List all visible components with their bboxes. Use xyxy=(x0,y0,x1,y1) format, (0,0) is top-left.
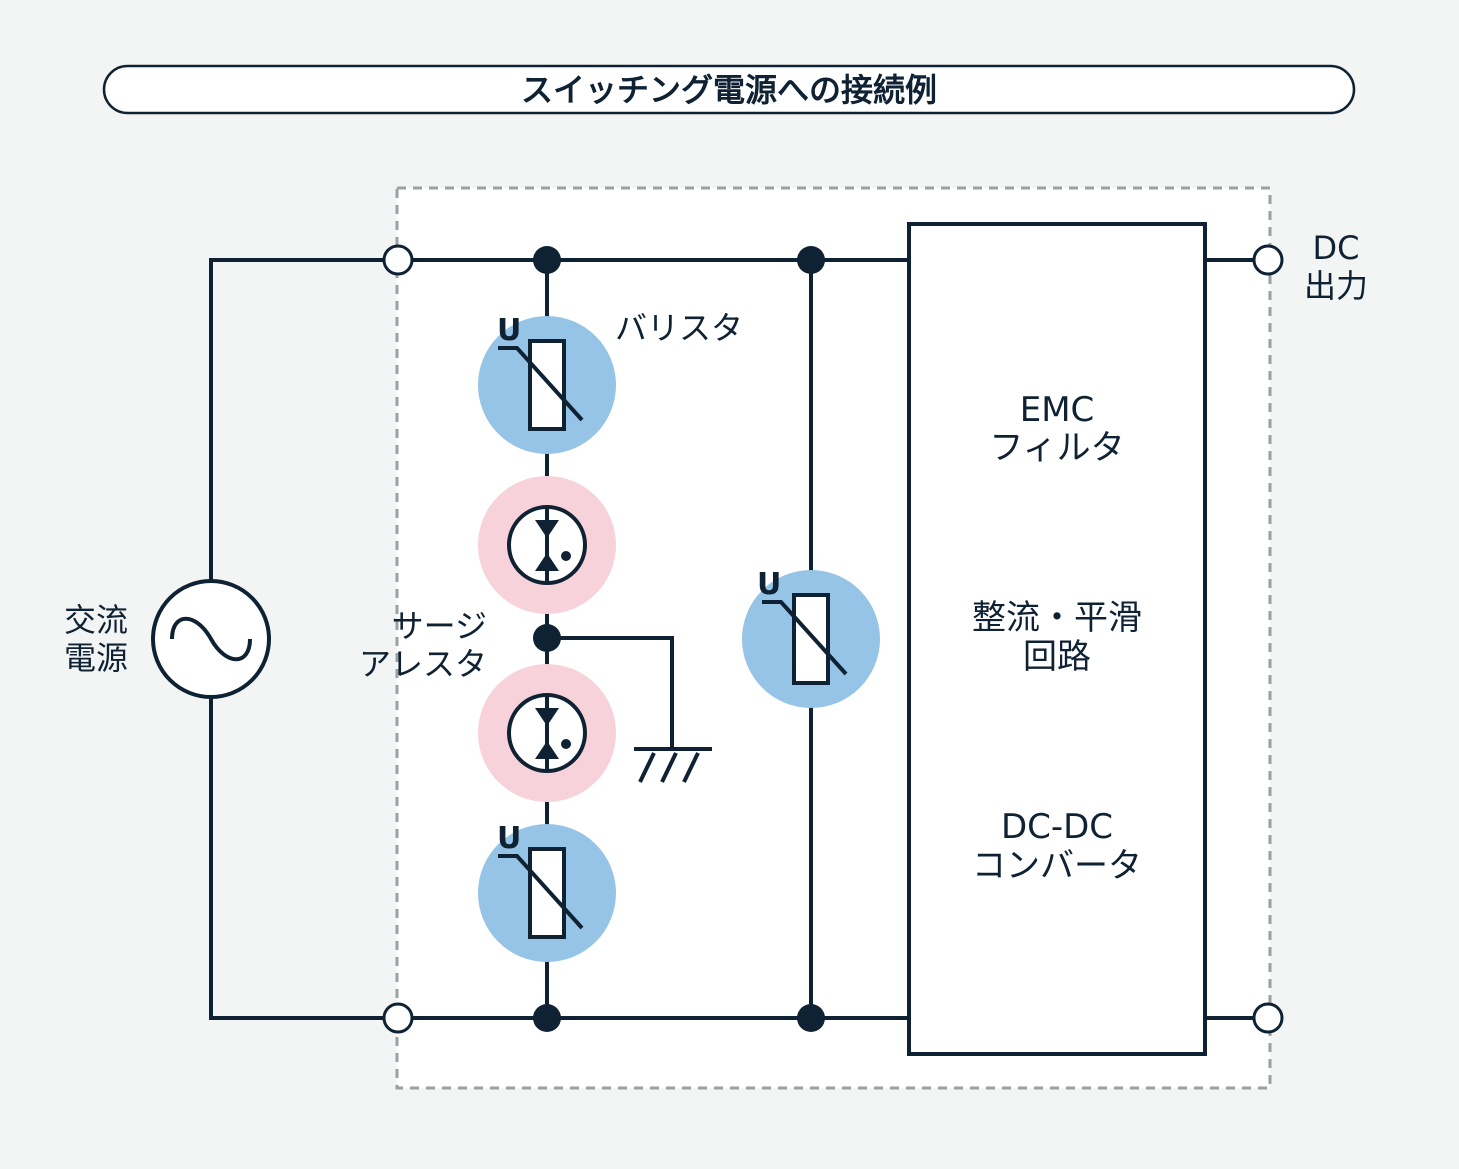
arrester-upper-arrow-down-icon xyxy=(535,520,559,538)
rectifier-label-line2: 回路 xyxy=(1023,637,1091,677)
emc-label-line1: EMC xyxy=(1020,390,1095,430)
power-supply-block xyxy=(907,222,1207,1056)
varistor-bottom: U xyxy=(478,821,616,962)
varistor-label: バリスタ xyxy=(615,309,743,347)
arrester-upper-dot xyxy=(561,551,571,561)
junctions xyxy=(533,246,825,1032)
dcdc-label-line2: コンバータ xyxy=(972,846,1142,886)
surge-arrester-upper xyxy=(478,476,616,614)
emc-label-line2: フィルタ xyxy=(989,428,1124,468)
varistor-bottom-slash xyxy=(498,854,584,930)
page-title: スイッチング電源への接続例 xyxy=(521,71,937,109)
varistor-line-slash xyxy=(762,600,848,676)
terminal-in-top xyxy=(382,244,414,276)
varistor-line-body xyxy=(792,593,830,685)
wire-ground-branch xyxy=(547,636,674,749)
component-labels: 交流 電源 サージ アレスタ バリスタ DC 出力 xyxy=(64,229,1368,683)
dc-output-label-line1: DC xyxy=(1313,229,1360,267)
varistor-top: U xyxy=(478,313,616,454)
arrester-lower-arrow-up-icon xyxy=(535,741,559,759)
title-banner: スイッチング電源への接続例 xyxy=(102,64,1356,115)
terminal-out-bottom xyxy=(1252,1002,1284,1034)
wire-ac-top xyxy=(209,258,384,580)
varistor-top-body xyxy=(528,339,566,431)
varistor-top-slash xyxy=(498,346,584,422)
ac-source-label-line1: 交流 xyxy=(64,601,128,639)
title-pill xyxy=(102,64,1356,115)
surge-arrester-label-line2: アレスタ xyxy=(359,645,487,683)
varistor-bottom-body xyxy=(528,847,566,939)
varistor-bottom-mark: U xyxy=(497,821,521,856)
varistor-top-mark: U xyxy=(497,313,521,348)
junction-top-left xyxy=(533,246,561,274)
junction-top-right xyxy=(797,246,825,274)
ac-source-icon xyxy=(151,579,271,699)
terminal-in-bottom xyxy=(382,1002,414,1034)
dc-output-label-line2: 出力 xyxy=(1304,267,1368,305)
ground-icon xyxy=(634,747,712,783)
wire-ac-bottom xyxy=(209,698,384,1020)
arrester-upper-arrow-up-icon xyxy=(535,553,559,571)
junction-ground xyxy=(533,624,561,652)
rectifier-label-line1: 整流・平滑 xyxy=(972,598,1142,638)
surge-arrester-lower xyxy=(478,664,616,802)
junction-bottom-left xyxy=(533,1004,561,1032)
varistor-line: U xyxy=(742,567,880,708)
ac-source-label-line2: 電源 xyxy=(64,639,128,677)
dcdc-label-line1: DC-DC xyxy=(1001,807,1113,847)
arrester-lower-dot xyxy=(561,739,571,749)
terminals xyxy=(382,244,1284,1034)
surge-arrester-label-line1: サージ xyxy=(392,607,487,645)
block-labels: EMC フィルタ 整流・平滑 回路 DC-DC コンバータ xyxy=(972,390,1142,886)
arrester-lower-arrow-down-icon xyxy=(535,708,559,726)
junction-bottom-right xyxy=(797,1004,825,1032)
terminal-out-top xyxy=(1252,244,1284,276)
varistor-line-mark: U xyxy=(757,567,781,602)
